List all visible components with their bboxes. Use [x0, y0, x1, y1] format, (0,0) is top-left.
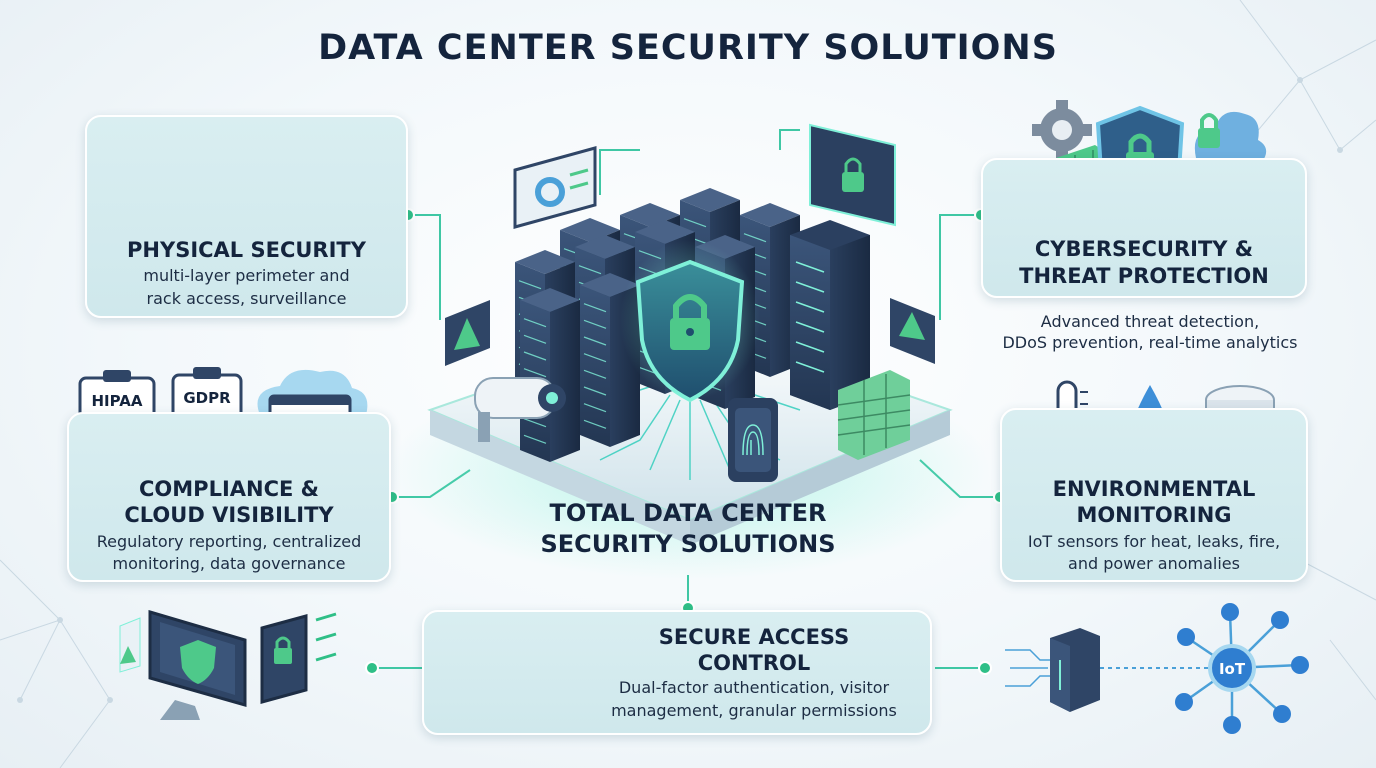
gear-icon	[1032, 100, 1092, 160]
access-control-title-line2: CONTROL	[697, 651, 811, 675]
center-title: TOTAL DATA CENTER SECURITY SOLUTIONS	[478, 498, 898, 560]
physical-security-title: PHYSICAL SECURITY	[127, 238, 366, 262]
access-control-title-line1: SECURE ACCESS	[658, 625, 850, 649]
environmental-desc-line2: and power anomalies	[1068, 554, 1240, 573]
physical-security-desc-line2: rack access, surveillance	[146, 289, 347, 308]
physical-security-desc-line1: multi-layer perimeter and	[143, 266, 350, 285]
server-tower-icon	[1005, 628, 1210, 712]
lock-panel-icon	[809, 123, 896, 227]
center-title-line1: TOTAL DATA CENTER	[549, 499, 827, 527]
warning-sign-left-icon	[445, 300, 490, 366]
monitor-shield-icon	[119, 609, 247, 720]
access-control-desc-line1: Dual-factor authentication, visitor	[618, 678, 890, 697]
compliance-desc-line1: Regulatory reporting, centralized	[96, 532, 362, 551]
environmental-card: ENVIRONMENTAL MONITORING IoT sensors for…	[1000, 408, 1308, 582]
iot-hub-icon: IoT	[1175, 603, 1309, 734]
environmental-title-line1: ENVIRONMENTAL	[1052, 477, 1256, 501]
physical-security-card: PHYSICAL SECURITY multi-layer perimeter …	[85, 115, 408, 318]
fingerprint-scanner-icon	[728, 398, 778, 482]
firewall-bricks-icon	[837, 370, 911, 460]
dashboard-panel-icon	[513, 146, 597, 229]
cybersecurity-desc-line2: DDoS prevention, real-time analytics	[1002, 333, 1298, 352]
server-tower-right-icon	[790, 220, 870, 410]
iot-label: IoT	[1219, 660, 1246, 678]
compliance-title-line1: COMPLIANCE &	[139, 477, 319, 501]
access-control-desc-line2: management, granular permissions	[611, 701, 897, 720]
page-title: DATA CENTER SECURITY SOLUTIONS	[318, 28, 1058, 68]
cybersecurity-title-line2: THREAT PROTECTION	[1019, 264, 1269, 288]
compliance-desc-line2: monitoring, data governance	[112, 554, 346, 573]
server-rack	[520, 288, 580, 462]
environmental-desc-line1: IoT sensors for heat, leaks, fire,	[1027, 532, 1281, 551]
access-control-card: SECURE ACCESS CONTROL Dual-factor authen…	[422, 610, 932, 735]
cctv-camera-center-icon	[474, 377, 566, 442]
central-shield-icon	[620, 240, 760, 403]
center-title-line2: SECURITY SOLUTIONS	[540, 530, 836, 558]
cybersecurity-desc-line1: Advanced threat detection,	[1040, 312, 1260, 331]
hipaa-label: HIPAA	[92, 392, 143, 410]
cybersecurity-card: CYBERSECURITY & THREAT PROTECTION	[981, 158, 1307, 298]
compliance-title-line2: CLOUD VISIBILITY	[124, 503, 334, 527]
cybersecurity-title-line1: CYBERSECURITY &	[1034, 237, 1254, 261]
tablet-lock-icon	[260, 612, 337, 704]
environmental-title-line2: MONITORING	[1076, 503, 1232, 527]
warning-sign-right-icon	[890, 298, 935, 364]
compliance-card: COMPLIANCE & CLOUD VISIBILITY Regulatory…	[67, 412, 391, 582]
gdpr-label: GDPR	[183, 389, 231, 407]
